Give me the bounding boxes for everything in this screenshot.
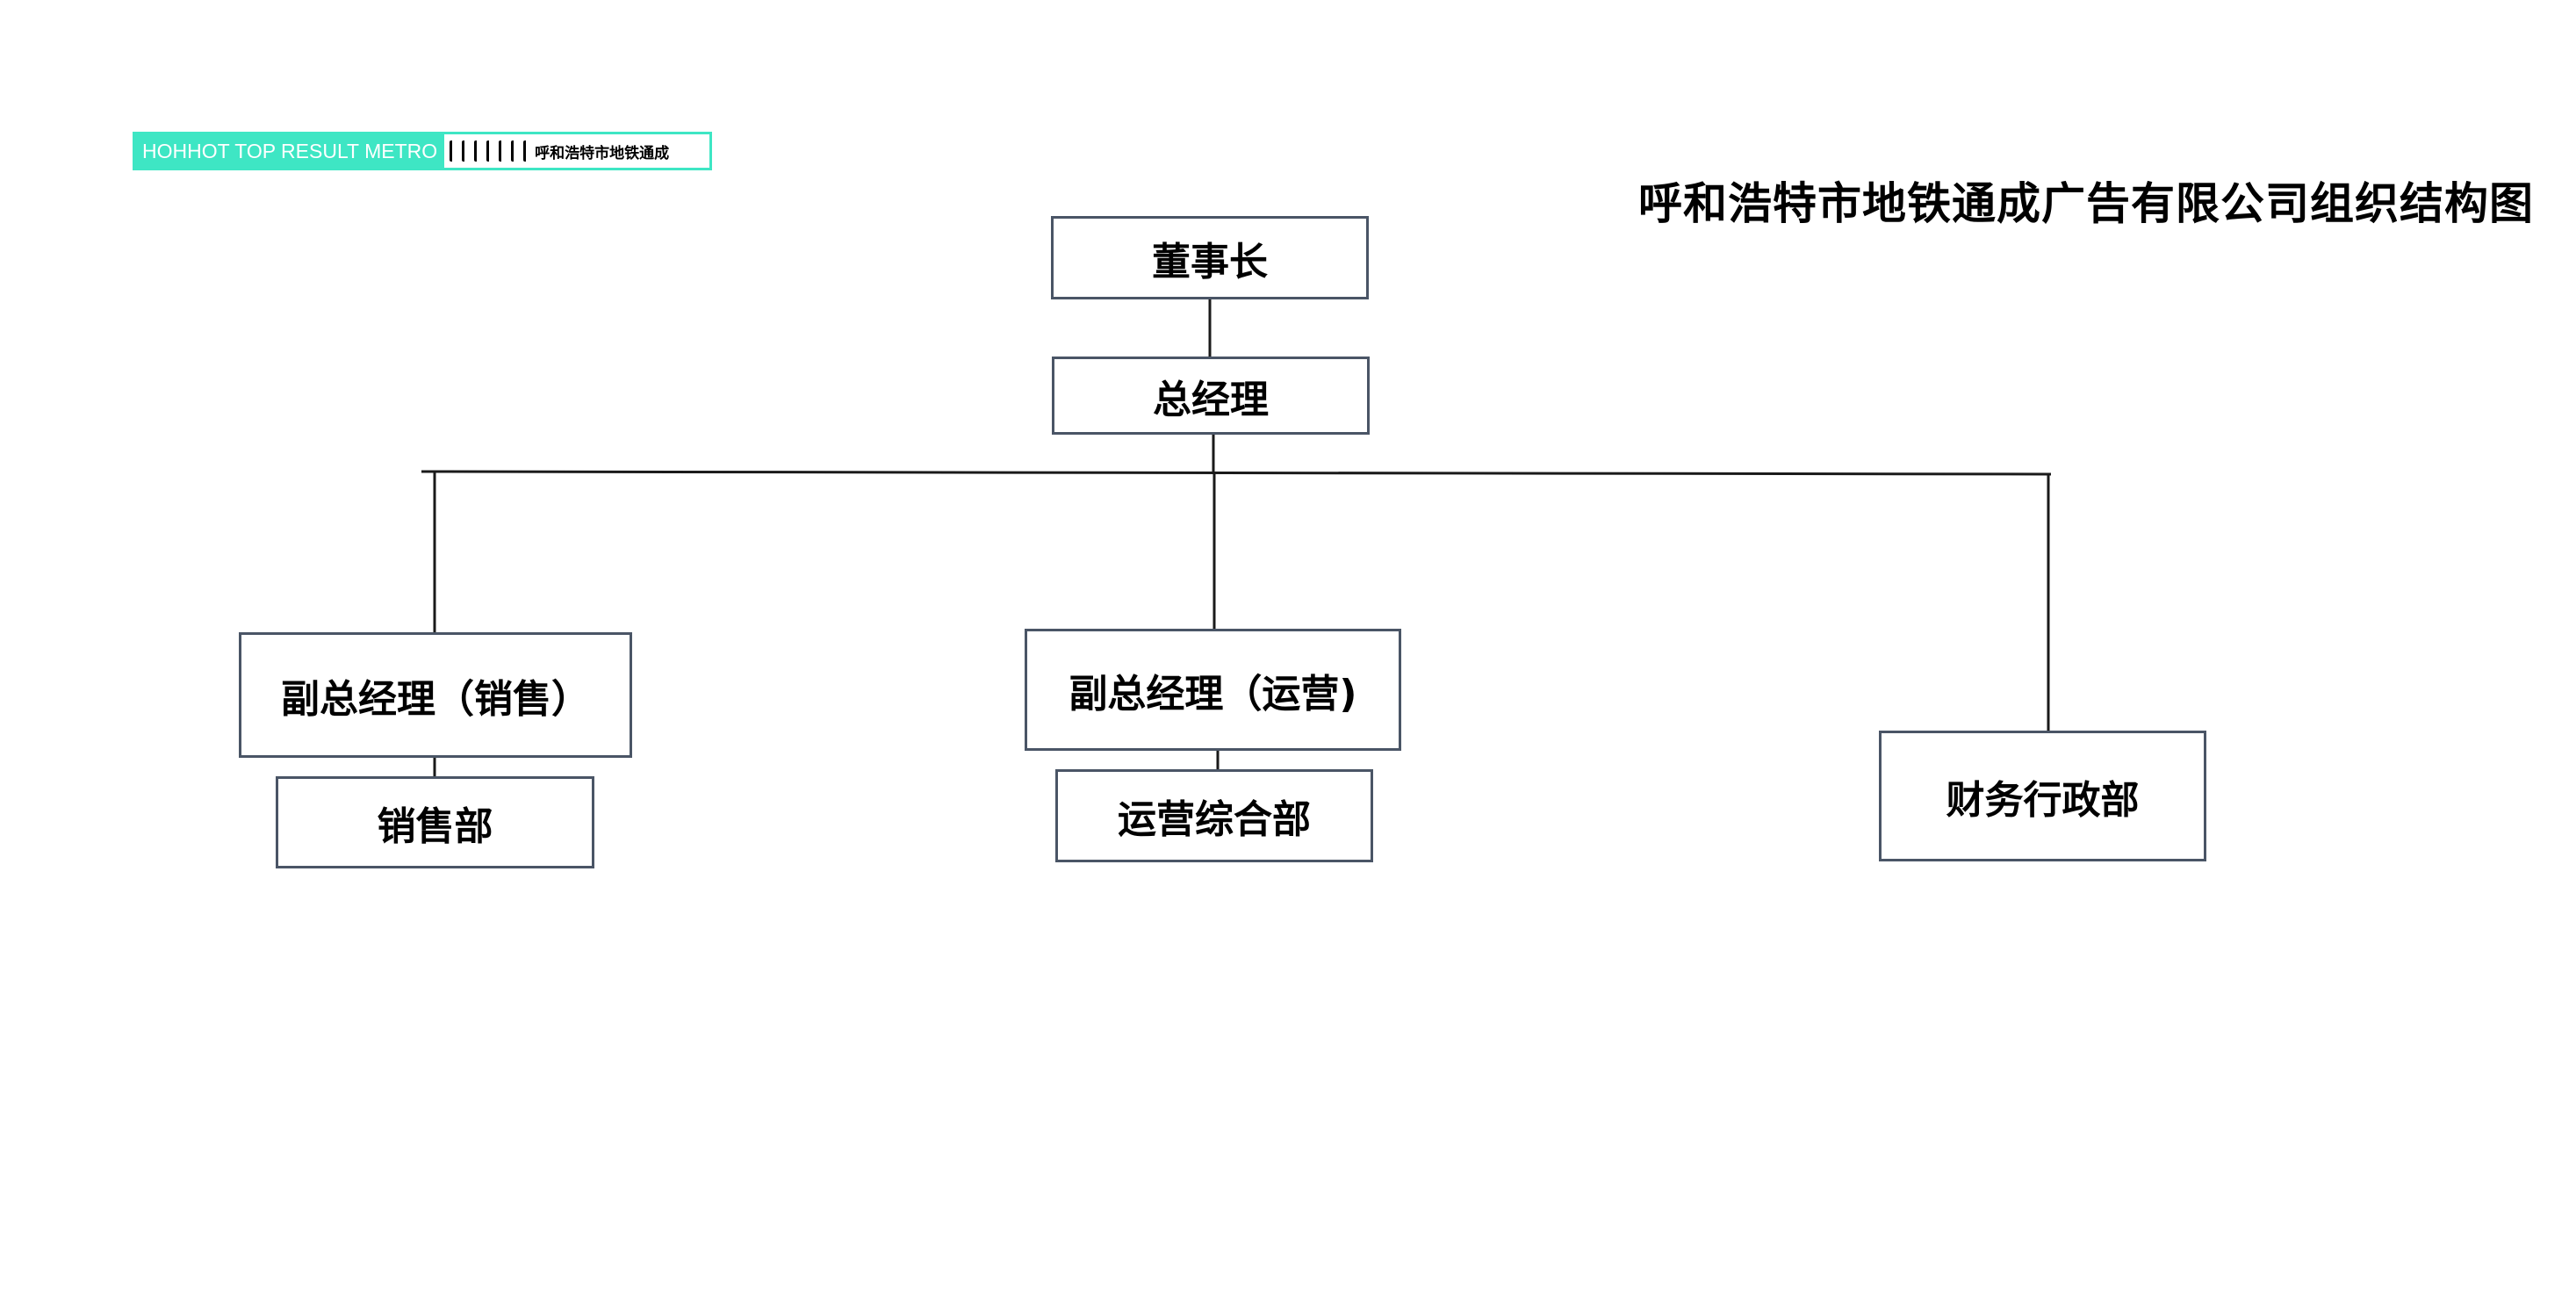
logo-chinese-text: 呼和浩特市地铁通成	[535, 144, 670, 162]
node-deputy-gm-operations: 副总经理（运营)	[1025, 629, 1401, 751]
node-sales-department-label: 销售部	[377, 803, 493, 849]
horizontal-bus	[421, 470, 2052, 476]
node-deputy-gm-sales-label: 副总经理（销售）	[281, 676, 590, 722]
node-operations-department-label: 运营综合部	[1118, 797, 1311, 842]
node-chairman-label: 董事长	[1152, 239, 1268, 285]
node-general-manager-label: 总经理	[1153, 377, 1269, 422]
node-finance-admin-department-label: 财务行政部	[1946, 777, 2140, 823]
logo-english-text: HOHHOT TOP RESULT METRO	[135, 134, 445, 168]
node-finance-admin-department: 财务行政部	[1879, 731, 2206, 861]
node-general-manager: 总经理	[1052, 357, 1370, 435]
node-sales-department: 销售部	[276, 776, 594, 868]
node-deputy-gm-operations-label: 副总经理（运营)	[1069, 671, 1357, 717]
node-operations-department: 运营综合部	[1055, 769, 1373, 862]
mongolian-script-icon	[444, 134, 535, 168]
node-deputy-gm-sales: 副总经理（销售）	[239, 632, 632, 758]
company-logo: HOHHOT TOP RESULT METRO 呼和浩特市地铁通成	[133, 132, 712, 170]
node-chairman: 董事长	[1051, 216, 1369, 299]
chart-title: 呼和浩特市地铁通成广告有限公司组织结构图	[1638, 178, 2534, 229]
